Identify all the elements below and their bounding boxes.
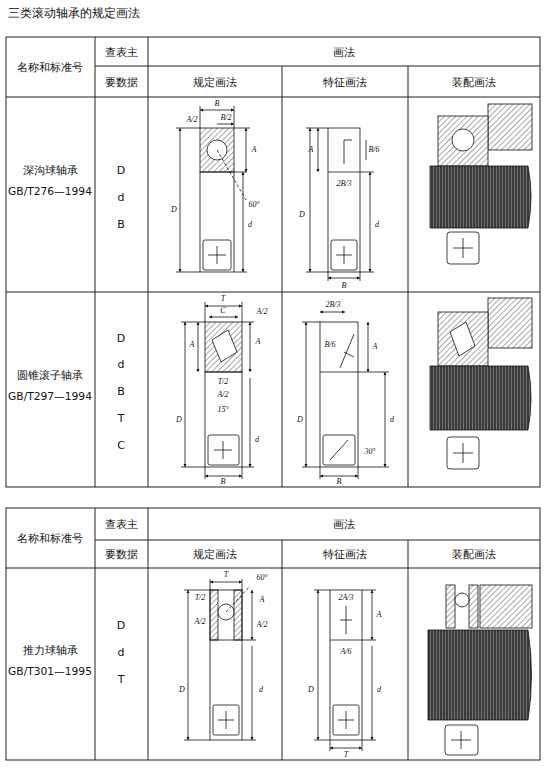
dimension-label: D: [308, 686, 314, 694]
dimension-label: A: [256, 338, 261, 346]
dimension-label: T: [224, 571, 228, 579]
table-cell: GB/T301—1995: [8, 667, 92, 678]
dimension-label: B: [221, 478, 226, 486]
dimension-label: B/6: [368, 146, 379, 154]
table-cell: T: [118, 413, 125, 424]
dimension-label: A: [260, 596, 265, 604]
dimension-label: A: [252, 146, 257, 154]
dimension-label: A/2: [256, 621, 267, 629]
dimension-label: 2B/3: [336, 180, 351, 188]
table-cell: 名称和标准号: [17, 533, 83, 544]
table-cell: C: [117, 440, 125, 451]
dimension-label: C: [220, 307, 225, 315]
table-cell: 规定画法: [193, 549, 237, 560]
dimension-label: T/2: [218, 378, 229, 386]
table-cell: d: [118, 647, 125, 658]
table-cell: 查表主: [105, 47, 138, 58]
dimension-label: 2B/3: [325, 301, 340, 309]
table-cell: GB/T276—1994: [8, 187, 92, 198]
dimension-label: d: [390, 416, 394, 424]
dimension-label: A/6: [340, 648, 351, 656]
table-cell: B: [117, 386, 125, 397]
dimension-label: d: [248, 221, 252, 229]
table-cell: D: [117, 620, 125, 631]
dimension-label: 60°: [248, 201, 259, 209]
table-cell: 要数据: [105, 77, 138, 88]
dimension-label: 60°: [256, 574, 267, 582]
table-cell: 特征画法: [323, 77, 367, 88]
table-cell: T: [118, 674, 125, 685]
dimension-label: D: [299, 211, 305, 219]
dimension-label: A: [190, 341, 195, 349]
dimension-label: 2A/3: [338, 594, 353, 602]
dimension-label: T/2: [195, 594, 206, 602]
table-cell: 名称和标准号: [17, 62, 83, 73]
dimension-label: D: [297, 416, 303, 424]
dimension-label: B/2: [220, 114, 231, 122]
dimension-label: A/2: [194, 618, 205, 626]
dimension-label: d: [259, 686, 263, 694]
table-cell: B: [117, 219, 125, 230]
dimension-label: B/6: [324, 341, 335, 349]
dimension-label: T: [221, 295, 225, 303]
table-cell: GB/T297—1994: [8, 392, 92, 403]
dimension-label: D: [176, 416, 182, 424]
dimension-label: B: [337, 478, 342, 486]
table-cell: 圆锥滚子轴承: [17, 370, 83, 381]
table-cell: 装配画法: [452, 549, 496, 560]
dimension-label: A/2: [256, 308, 267, 316]
table-cell: 查表主: [105, 519, 138, 530]
table-cell: 装配画法: [452, 77, 496, 88]
table-cell: 画法: [333, 519, 355, 530]
dimension-label: d: [375, 221, 379, 229]
table-cell: 深沟球轴承: [23, 165, 78, 176]
table-cell: D: [117, 165, 125, 176]
table-cell: d: [118, 359, 125, 370]
dimension-label: 15°: [217, 406, 228, 414]
dimension-label: A/2: [217, 391, 228, 399]
dimension-label: A: [377, 611, 382, 619]
dimension-label: A: [309, 146, 314, 154]
table-cell: d: [118, 192, 125, 203]
dimension-label: D: [179, 686, 185, 694]
dimension-label: T: [344, 751, 348, 759]
table-cell: D: [117, 333, 125, 344]
dimension-label: A: [373, 343, 378, 351]
dimension-label: A/2: [186, 116, 197, 124]
table-cell: 推力球轴承: [23, 645, 78, 656]
dimension-label: B: [215, 100, 220, 108]
dimension-label: B: [342, 282, 347, 290]
dimension-label: d: [377, 686, 381, 694]
table-cell: 规定画法: [193, 77, 237, 88]
dimension-label: D: [171, 206, 177, 214]
table-cell: 要数据: [105, 549, 138, 560]
table-cell: 画法: [333, 47, 355, 58]
diagram-title: 三类滚动轴承的规定画法: [8, 5, 140, 22]
table-cell: 特征画法: [323, 549, 367, 560]
dimension-label: d: [255, 436, 259, 444]
dimension-label: 30°: [364, 448, 375, 456]
